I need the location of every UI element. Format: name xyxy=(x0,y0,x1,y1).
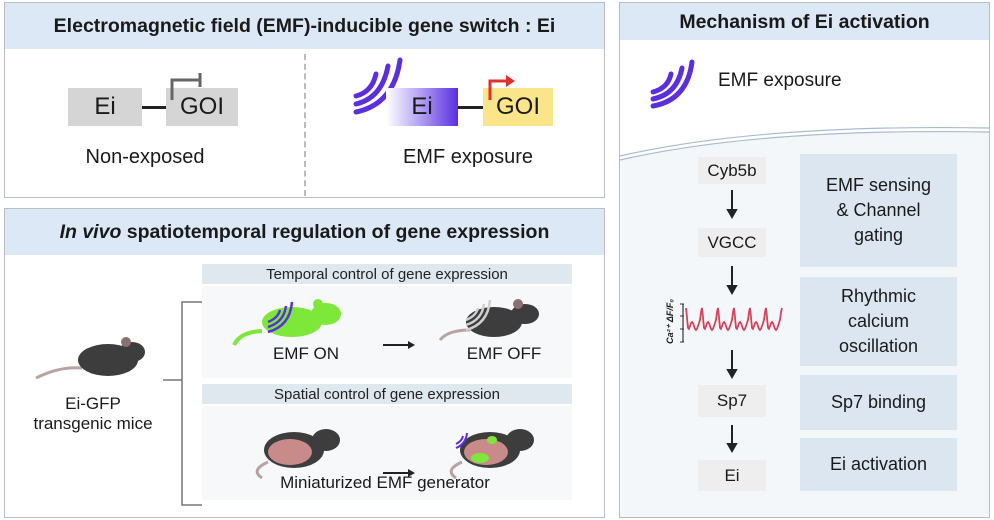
divider xyxy=(304,54,306,196)
emf-exposure-label: EMF exposure xyxy=(718,70,842,91)
desc-ei-activation: Ei activation xyxy=(800,438,957,491)
linker-line xyxy=(142,106,166,109)
mouse-icons xyxy=(35,299,539,480)
linker-line xyxy=(458,106,483,109)
mouse-icon xyxy=(35,337,145,380)
goi-active-box: GOI xyxy=(483,88,553,126)
mouse-label-line1: Ei-GFP xyxy=(65,394,121,413)
step-ei: Ei xyxy=(698,460,766,491)
caption-non-exposed: Non-exposed xyxy=(85,146,205,168)
ei-promoter-active-box: Ei xyxy=(386,88,458,126)
anatomy-gfp-mouse-icon xyxy=(449,429,534,480)
anatomy-mouse-icon xyxy=(255,429,340,480)
title-italic: In vivo xyxy=(59,220,122,243)
desc-calcium-oscillation: Rhythmic calcium oscillation xyxy=(800,277,957,366)
panel-title: Electromagnetic field (EMF)-inducible ge… xyxy=(5,3,604,49)
calcium-trace-chart xyxy=(680,303,783,343)
emf-wave-icon xyxy=(650,59,695,109)
emf-wave-off-icon xyxy=(465,299,492,332)
flow-arrows xyxy=(726,190,738,454)
ei-promoter-box: Ei xyxy=(68,88,142,126)
step-sp7: Sp7 xyxy=(698,385,766,417)
step-vgcc: VGCC xyxy=(698,228,766,257)
panel-title: In vivo spatiotemporal regulation of gen… xyxy=(5,209,604,255)
cell-membrane xyxy=(619,40,990,161)
repressed-promoter-icon xyxy=(170,73,202,100)
step-cyb5b: Cyb5b xyxy=(698,157,766,184)
mouse-label-line2: transgenic mice xyxy=(33,414,153,433)
trace-y-label: Ca²⁺ ΔF/F₀ xyxy=(664,299,675,344)
emf-wave-icon xyxy=(267,301,294,334)
bracket xyxy=(163,301,202,506)
title-rest: spatiotemporal regulation of gene expres… xyxy=(121,220,550,243)
goi-box: GOI xyxy=(166,88,238,126)
temporal-header: Temporal control of gene expression xyxy=(202,264,572,284)
panel-title: Mechanism of Ei activation xyxy=(620,3,989,41)
desc-emf-sensing: EMF sensing & Channel gating xyxy=(800,154,957,267)
emf-off-label: EMF OFF xyxy=(466,344,542,363)
activated-promoter-arrow-icon xyxy=(488,75,515,100)
spatial-header: Spatial control of gene expression xyxy=(202,384,572,404)
emf-on-label: EMF ON xyxy=(272,344,340,363)
emf-wave-icon xyxy=(353,57,403,115)
generator-caption: Miniaturized EMF generator xyxy=(280,473,490,492)
desc-sp7-binding: Sp7 binding xyxy=(800,375,957,430)
emf-wave-icon xyxy=(455,432,468,449)
calcium-trace xyxy=(685,307,783,332)
caption-emf-exposure: EMF exposure xyxy=(402,146,534,168)
